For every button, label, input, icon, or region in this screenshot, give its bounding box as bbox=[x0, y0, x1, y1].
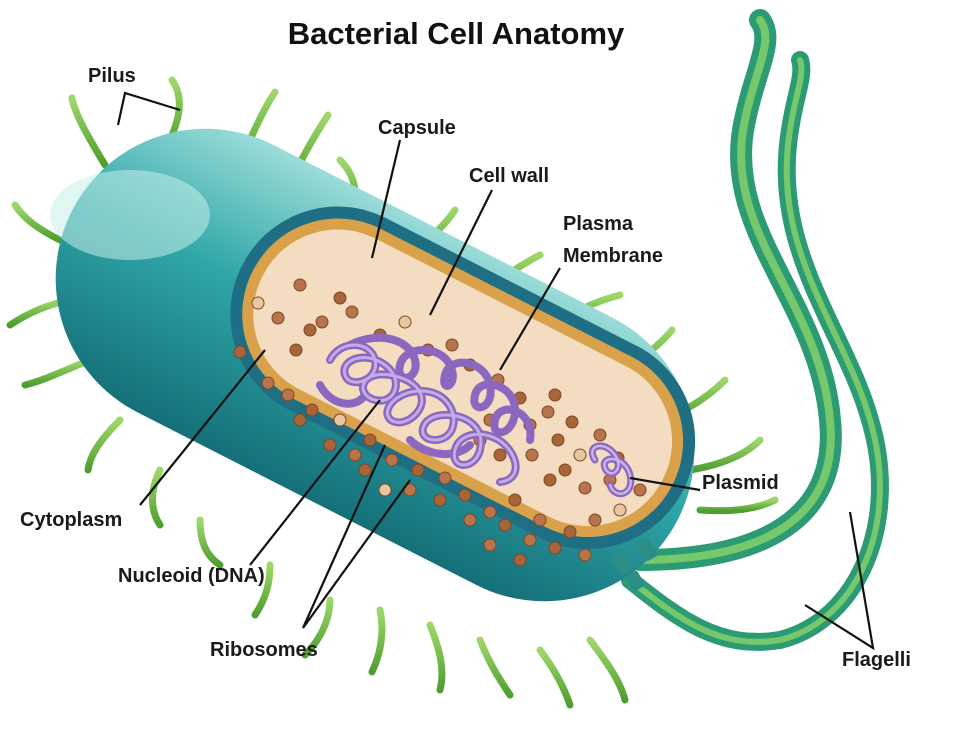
label-cell-wall: Cell wall bbox=[469, 165, 549, 187]
ribosome-dot bbox=[483, 505, 497, 519]
ribosome-dot bbox=[315, 315, 329, 329]
ribosomes-leader-1 bbox=[301, 444, 387, 629]
ribosome-dot bbox=[541, 405, 555, 419]
ribosomes-leader-2 bbox=[302, 479, 411, 629]
leader-lines bbox=[116, 91, 875, 651]
capsule-highlight bbox=[50, 170, 210, 260]
labels: Pilus Capsule Cell wall Plasma Membrane … bbox=[20, 65, 911, 671]
ribosome-dot bbox=[378, 483, 392, 497]
ribosome-dot bbox=[551, 433, 565, 447]
ribosome-dot bbox=[433, 493, 447, 507]
ribosome-dot bbox=[438, 471, 452, 485]
capsule-leader bbox=[370, 139, 402, 259]
ribosome-dot bbox=[633, 483, 647, 497]
ribosome-dot bbox=[271, 311, 285, 325]
nucleoid-dna-highlight bbox=[328, 343, 518, 484]
ribosome-dot bbox=[261, 376, 275, 390]
ribosome-dot bbox=[588, 513, 602, 527]
nucleoid-leader bbox=[249, 399, 381, 566]
label-plasma-membrane-line2: Membrane bbox=[563, 245, 663, 267]
pilus-leader bbox=[116, 91, 181, 126]
cell-wall-leader bbox=[429, 189, 493, 316]
label-capsule: Capsule bbox=[378, 117, 456, 139]
flagella bbox=[621, 9, 889, 651]
ribosome-dot bbox=[565, 415, 579, 429]
ribosome-dot bbox=[293, 278, 307, 292]
ribosome-dot bbox=[289, 343, 303, 357]
ribosomes bbox=[233, 278, 647, 567]
ribosome-dot bbox=[548, 388, 562, 402]
ribosome-dot bbox=[348, 448, 362, 462]
ribosome-dot bbox=[548, 541, 562, 555]
ribosome-dot bbox=[281, 388, 295, 402]
ribosome-dot bbox=[251, 296, 265, 310]
ribosome-dot bbox=[358, 463, 372, 477]
ribosome-dot bbox=[345, 305, 359, 319]
ribosome-dot bbox=[303, 323, 317, 337]
ribosome-dot bbox=[563, 525, 577, 539]
cytoplasm-leader bbox=[139, 349, 266, 506]
ribosome-dot bbox=[411, 463, 425, 477]
ribosome-dot bbox=[333, 291, 347, 305]
label-cytoplasm: Cytoplasm bbox=[20, 509, 122, 531]
cytoplasm-region bbox=[253, 229, 673, 527]
flagella-basal-bodies bbox=[611, 537, 658, 592]
ribosome-dot bbox=[508, 493, 522, 507]
ribosome-dot bbox=[533, 513, 547, 527]
ribosome-dot bbox=[385, 453, 399, 467]
label-ribosomes: Ribosomes bbox=[210, 639, 318, 661]
ribosome-dot bbox=[323, 438, 337, 452]
label-plasma-membrane-line1: Plasma bbox=[563, 213, 634, 235]
ribosome-dot bbox=[363, 433, 377, 447]
ribosome-dot bbox=[613, 503, 627, 517]
ribosome-dot bbox=[305, 403, 319, 417]
ribosome-dot bbox=[445, 338, 459, 352]
ribosome-dot bbox=[523, 533, 537, 547]
ribosome-dot bbox=[525, 448, 539, 462]
label-plasmid: Plasmid bbox=[702, 472, 779, 494]
plasma-membrane-leader bbox=[499, 267, 561, 371]
label-flagelli: Flagelli bbox=[842, 649, 911, 671]
ribosome-dot bbox=[333, 413, 347, 427]
ribosome-dot bbox=[498, 518, 512, 532]
plasmid-leader bbox=[629, 476, 701, 492]
ribosome-dot bbox=[578, 481, 592, 495]
ribosome-dot bbox=[513, 553, 527, 567]
ribosome-dot bbox=[573, 448, 587, 462]
ribosome-dot bbox=[558, 463, 572, 477]
ribosome-dot bbox=[233, 345, 247, 359]
ribosome-dot bbox=[493, 448, 507, 462]
ribosome-dot bbox=[458, 488, 472, 502]
label-pilus: Pilus bbox=[88, 65, 136, 87]
plasmid bbox=[589, 442, 635, 498]
ribosome-dot bbox=[483, 538, 497, 552]
diagram-title: Bacterial Cell Anatomy bbox=[288, 16, 625, 51]
ribosome-dot bbox=[293, 413, 307, 427]
ribosome-dot bbox=[593, 428, 607, 442]
ribosome-dot bbox=[543, 473, 557, 487]
ribosome-dot bbox=[578, 548, 592, 562]
flagelli-leader bbox=[804, 511, 875, 651]
ribosome-dot bbox=[398, 315, 412, 329]
ribosome-dot bbox=[463, 513, 477, 527]
label-nucleoid: Nucleoid (DNA) bbox=[118, 565, 265, 587]
